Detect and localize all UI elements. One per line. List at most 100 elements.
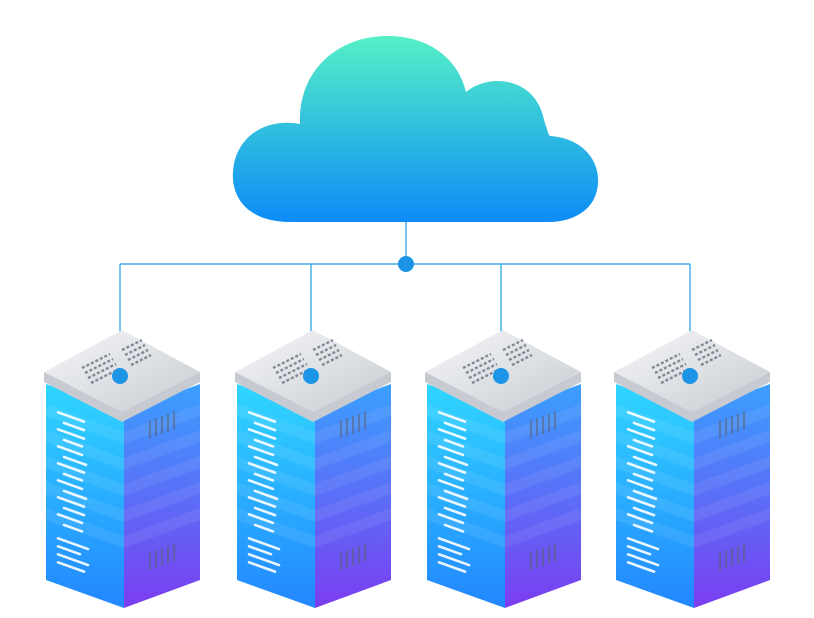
led-slot (437, 561, 467, 573)
server-stripe (124, 482, 200, 522)
tray-vent (315, 343, 337, 357)
server-stripe (505, 508, 581, 548)
server-stripe (315, 482, 391, 522)
led-slot (632, 472, 654, 482)
led-slot (56, 411, 86, 423)
led-slot (62, 506, 86, 517)
led-slot (56, 513, 84, 525)
tray-vent (321, 353, 343, 367)
server-node-1 (112, 368, 128, 384)
tray-vent (511, 353, 533, 367)
tray-vent (654, 357, 684, 375)
server-stripe (124, 430, 200, 470)
led-slot (437, 545, 463, 556)
led-slot (247, 411, 277, 423)
led-slot (626, 445, 654, 457)
led-slot (253, 455, 279, 467)
led-slot (632, 489, 658, 501)
led-slot (626, 537, 660, 551)
server-tray-edge (425, 372, 581, 422)
led-slot (632, 438, 654, 448)
server-right-face (315, 384, 391, 608)
server-tray-edge (44, 372, 200, 422)
led-slot (253, 523, 275, 533)
server-stripe (315, 508, 391, 548)
led-slot (247, 537, 281, 551)
server-stripe (505, 456, 581, 496)
server-stripe (694, 482, 770, 522)
led-slot (62, 472, 84, 482)
led-slot (56, 479, 84, 491)
tray-vent (84, 357, 114, 375)
led-slot (247, 561, 277, 573)
server-node-2 (303, 368, 319, 384)
server-group (44, 330, 770, 608)
led-slot (437, 411, 467, 423)
server-stripe (124, 508, 200, 548)
led-slot (443, 472, 465, 482)
led-slot (56, 537, 90, 551)
tray-vent (691, 338, 713, 352)
led-slot (62, 455, 88, 467)
led-slot (62, 523, 84, 533)
led-slot (443, 489, 469, 501)
tray-vent (694, 343, 716, 357)
led-slot (56, 445, 84, 457)
led-slot (247, 513, 275, 525)
led-slot (56, 462, 86, 474)
server-stripe (124, 456, 200, 496)
led-slot (626, 428, 656, 440)
server-stripe (315, 430, 391, 470)
server-node-3 (493, 368, 509, 384)
tray-vent (697, 348, 719, 362)
tray-vent (468, 362, 498, 380)
tray-vent (87, 362, 117, 380)
led-slot (437, 428, 467, 440)
server-stripe (694, 508, 770, 548)
led-slot (437, 513, 465, 525)
tray-vent (657, 362, 687, 380)
tray-vent (278, 362, 308, 380)
led-slot (626, 561, 656, 573)
server-right-face (505, 384, 581, 608)
led-slot (626, 513, 654, 525)
led-slot (443, 438, 465, 448)
led-slot (247, 553, 281, 567)
led-slot (437, 479, 465, 491)
server-right-face (694, 384, 770, 608)
tray-vent (81, 352, 111, 370)
led-slot (437, 462, 467, 474)
tray-vent (700, 353, 722, 367)
led-slot (62, 421, 86, 432)
led-slot (247, 428, 277, 440)
led-slot (247, 545, 273, 556)
led-slot (62, 489, 88, 501)
led-slot (626, 545, 652, 556)
tray-vent (124, 343, 146, 357)
tray-vent (505, 343, 527, 357)
tray-vent (318, 348, 340, 362)
led-slot (253, 421, 277, 432)
server-stripe (694, 430, 770, 470)
led-slot (626, 496, 656, 508)
led-slot (437, 553, 471, 567)
led-slot (56, 553, 90, 567)
led-slot (253, 472, 275, 482)
cloud-shape (232, 36, 599, 222)
tray-vent (127, 348, 149, 362)
led-slot (632, 455, 658, 467)
connector-lines (119, 222, 691, 376)
led-slot (56, 496, 86, 508)
tray-vent (272, 352, 302, 370)
server-tray-edge (235, 372, 391, 422)
led-slot (626, 462, 656, 474)
hub-node (398, 256, 414, 272)
tray-vent (465, 357, 495, 375)
led-slot (443, 421, 467, 432)
led-slot (632, 523, 654, 533)
tray-vent (312, 338, 334, 352)
led-slot (253, 506, 277, 517)
tray-vent (275, 357, 305, 375)
tray-vent (508, 348, 530, 362)
tray-vent (121, 338, 143, 352)
